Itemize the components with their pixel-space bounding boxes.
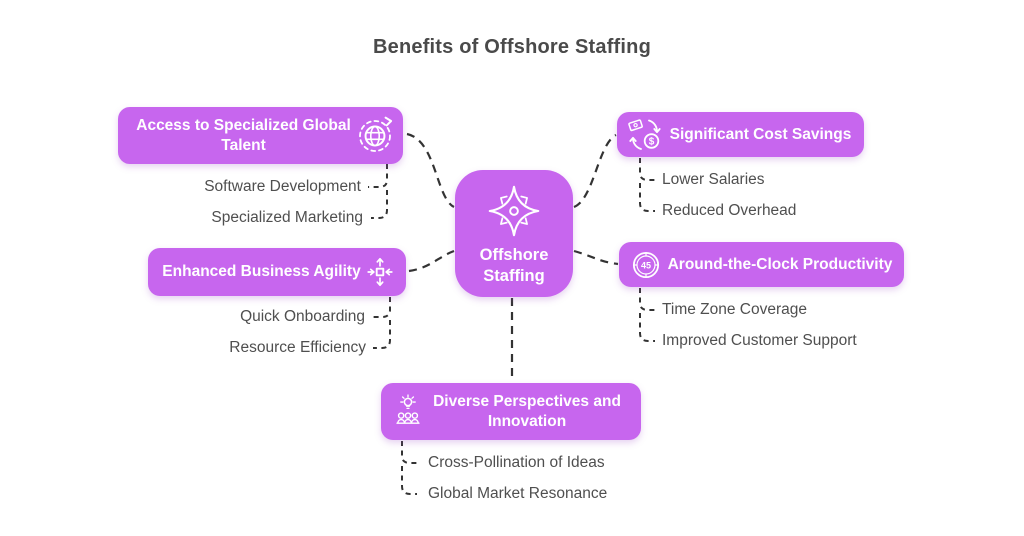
branch-clock-label: Around-the-Clock Productivity: [667, 255, 893, 273]
branch-node-talent: Access to Specialized Global Talent: [118, 107, 403, 164]
move-arrows-icon: [363, 255, 397, 289]
connector-talent-sub1: [368, 164, 388, 188]
timer-icon: 45: [628, 247, 664, 283]
connector-center-agility: [408, 249, 455, 273]
branch-diversity-label: Diverse Perspectives and Innovation: [433, 393, 621, 430]
connector-clock-sub2: [639, 313, 655, 342]
connector-agility-sub2: [373, 320, 391, 349]
connector-talent-sub2: [371, 190, 388, 219]
center-node-offshore-staffing: Offshore Staffing: [455, 170, 573, 297]
center-node-label: Offshore Staffing: [479, 246, 549, 285]
sub-item-reduced-overhead: Reduced Overhead: [662, 202, 797, 219]
branch-node-diversity: Diverse Perspectives and Innovation: [381, 383, 641, 440]
branch-node-cost: $ Significant Cost Savings: [617, 112, 864, 157]
sub-item-quick-onboarding: Quick Onboarding: [240, 308, 365, 325]
sub-item-cross-pollination-of-ideas: Cross-Pollination of Ideas: [428, 454, 605, 471]
connector-center-clock: [573, 249, 619, 266]
page-title: Benefits of Offshore Staffing: [372, 36, 652, 58]
connector-diversity-sub2: [401, 466, 417, 495]
compass-star-icon: [483, 180, 545, 242]
dollar-symbol: $: [649, 136, 655, 147]
connector-center-talent: [406, 132, 455, 208]
branch-node-agility: Enhanced Business Agility: [148, 248, 406, 296]
branch-talent-label: Access to Specialized Global Talent: [136, 117, 351, 154]
connector-cost-sub1: [639, 158, 657, 181]
money-cycle-icon: $: [625, 115, 665, 155]
sub-item-specialized-marketing: Specialized Marketing: [211, 209, 363, 226]
connector-cost-sub2: [639, 183, 655, 212]
sub-item-resource-efficiency: Resource Efficiency: [229, 339, 366, 356]
branch-node-clock: 45 Around-the-Clock Productivity: [619, 242, 904, 287]
branch-cost-label: Significant Cost Savings: [669, 125, 852, 143]
connector-center-cost: [573, 134, 617, 209]
globe-refresh-icon: [355, 116, 395, 156]
sub-item-global-market-resonance: Global Market Resonance: [428, 485, 608, 502]
connector-clock-sub1: [639, 288, 657, 311]
idea-team-icon: [389, 393, 427, 431]
sub-item-software-development: Software Development: [204, 178, 361, 195]
sub-item-time-zone-coverage: Time Zone Coverage: [662, 301, 808, 318]
sub-item-lower-salaries: Lower Salaries: [662, 171, 765, 188]
branch-agility-label: Enhanced Business Agility: [162, 263, 361, 281]
sub-item-improved-customer-support: Improved Customer Support: [662, 332, 857, 349]
connector-agility-sub1: [371, 297, 391, 318]
connector-diversity-sub1: [401, 441, 420, 464]
timer-value: 45: [641, 260, 651, 270]
